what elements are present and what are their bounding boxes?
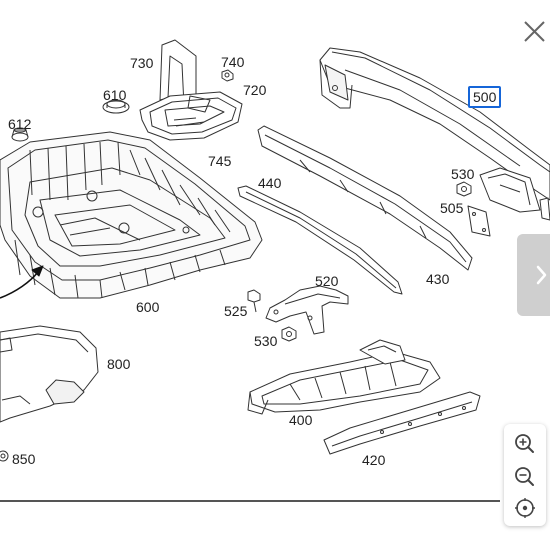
part-505-drawing: [467, 205, 491, 237]
part-430-drawing: [257, 125, 473, 271]
part-440-drawing: [237, 185, 403, 295]
part-612-drawing: [11, 127, 29, 142]
close-icon: [524, 21, 545, 42]
chevron-right-icon: [536, 265, 547, 285]
part-530-upper-drawing: [456, 181, 472, 197]
part-label-440[interactable]: 440: [258, 175, 282, 191]
diagram-bottom-border: [0, 500, 500, 502]
part-label-400[interactable]: 400: [289, 412, 313, 428]
part-label-530-lower[interactable]: 530: [254, 333, 278, 349]
part-label-745[interactable]: 745: [208, 153, 232, 169]
part-label-520[interactable]: 520: [315, 273, 339, 289]
part-500-drawing: [319, 47, 550, 221]
part-800-drawing: [0, 325, 99, 423]
part-730-720-drawing: [139, 39, 243, 141]
part-520-drawing: [265, 285, 349, 335]
part-label-800[interactable]: 800: [107, 356, 131, 372]
assembly-arrow: [0, 265, 44, 299]
part-610-drawing: [102, 99, 130, 114]
part-label-720[interactable]: 720: [243, 82, 267, 98]
part-label-610[interactable]: 610: [103, 87, 127, 103]
zoom-out-button[interactable]: [504, 460, 546, 492]
part-530-lower-drawing: [281, 326, 297, 342]
part-label-730[interactable]: 730: [130, 55, 154, 71]
reset-view-icon: [515, 498, 535, 518]
part-label-600[interactable]: 600: [136, 299, 160, 315]
part-label-430[interactable]: 430: [426, 271, 450, 287]
part-label-420[interactable]: 420: [362, 452, 386, 468]
zoom-in-button[interactable]: [504, 427, 546, 459]
part-label-505[interactable]: 505: [440, 200, 464, 216]
reset-view-button[interactable]: [504, 492, 546, 524]
part-label-740[interactable]: 740: [221, 54, 245, 70]
part-label-525[interactable]: 525: [224, 303, 248, 319]
part-label-530-upper[interactable]: 530: [451, 166, 475, 182]
zoom-in-icon: [515, 434, 534, 453]
next-image-button[interactable]: [517, 234, 550, 316]
part-400-drawing: [247, 339, 441, 415]
part-420-drawing: [323, 391, 481, 455]
close-button[interactable]: [518, 16, 550, 48]
part-740-drawing: [221, 69, 234, 82]
part-850-drawing: [0, 450, 9, 462]
part-525-drawing: [247, 289, 261, 313]
part-label-850[interactable]: 850: [12, 451, 36, 467]
zoom-controls: [504, 424, 546, 526]
zoom-out-icon: [515, 467, 534, 486]
part-label-612[interactable]: 612: [8, 116, 32, 132]
part-label-500-selected[interactable]: 500: [468, 86, 502, 108]
